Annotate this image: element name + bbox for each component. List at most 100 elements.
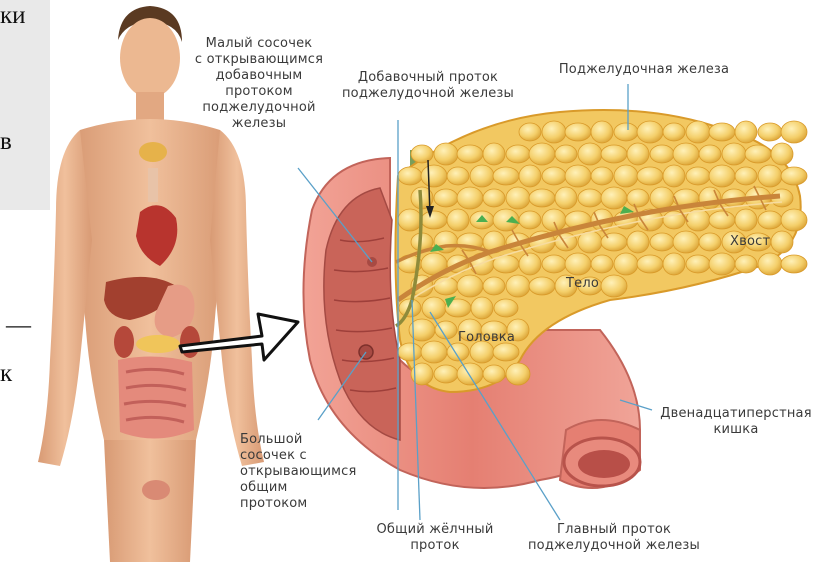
pancreas-lobule (447, 167, 469, 185)
label-head: Головка (458, 330, 518, 346)
pancreas-lobule (758, 123, 782, 141)
pancreas-lobule (434, 143, 458, 165)
pancreas-lobule (758, 253, 782, 275)
pancreas-lobule (722, 143, 746, 165)
pancreas-lobule (519, 123, 541, 141)
pancreas-lobule (421, 211, 447, 229)
pancreas-lobule (411, 145, 433, 163)
pancreas-lobule (735, 255, 757, 273)
pancreas-lobule (422, 297, 446, 319)
bladder (142, 480, 170, 500)
pancreas-lobule (771, 143, 793, 165)
label-duodenum: Двенадцатиперстная кишка (656, 406, 816, 438)
pancreas-lobule (542, 255, 566, 273)
pancreas-lobule (650, 145, 674, 163)
pancreas-lobule (627, 189, 649, 207)
pancreas-lobule (519, 211, 541, 229)
pancreas-lobule (709, 211, 735, 229)
pancreas-lobule (614, 165, 638, 187)
pancreas-lobule (686, 167, 710, 185)
pancreas-lobule (650, 233, 674, 251)
pancreas-lobule (493, 167, 519, 185)
pancreas-lobule (601, 145, 627, 163)
label-accessory-duct: Добавочный проток поджелудочной железы (340, 70, 516, 102)
pancreas-lobule (398, 343, 422, 361)
pancreas-lobule (650, 187, 674, 209)
pancreas-lobule (601, 187, 627, 209)
pancreas-lobule (506, 145, 530, 163)
pancreas-lobule (663, 253, 685, 275)
pancreas-lobule (591, 167, 613, 185)
legs (104, 440, 196, 562)
pancreas-lobule (591, 255, 613, 273)
pancreas-lobule (483, 277, 505, 295)
pancreas-lobule (627, 231, 649, 253)
pancreas-lobule (421, 165, 447, 187)
pancreas-lobule (663, 123, 685, 141)
pancreas-lobule (565, 253, 591, 275)
pancreas-lobule (614, 123, 638, 141)
pancreas-lobule (565, 165, 591, 187)
pancreas-lobule (542, 121, 566, 143)
pancreas-lobule (781, 255, 807, 273)
pancreas-lobule (673, 143, 699, 165)
pancreas-lobule (542, 209, 566, 231)
pancreas-lobule (494, 299, 518, 317)
pancreas-lobule (555, 187, 577, 209)
label-common-bile-duct: Общий жёлчный проток (370, 522, 500, 554)
pancreas-lobule (435, 321, 457, 339)
pancreas-lobule (709, 165, 735, 187)
trachea (148, 168, 158, 202)
pancreas-lobule (434, 365, 458, 383)
pancreas-lobule (519, 165, 541, 187)
pancreas-lobule (483, 189, 505, 207)
pancreas-lobule (745, 145, 771, 163)
pancreas-lobule (758, 211, 782, 229)
small-pancreas (136, 335, 180, 353)
pancreas-lobule (591, 121, 613, 143)
pancreas-lobule (735, 121, 757, 143)
pancreas-lobule (529, 189, 555, 207)
pancreas-lobule (506, 363, 530, 385)
pancreas-lobule (637, 121, 663, 143)
thyroid (139, 142, 167, 162)
pancreas-lobule (519, 253, 541, 275)
pancreas-lobule (781, 167, 807, 185)
pancreas-lobule (506, 187, 530, 209)
label-body: Тело (566, 276, 606, 292)
label-minor-papilla: Малый сосочек с открывающимся добавочным… (186, 36, 332, 132)
pancreas-lobule (529, 277, 555, 295)
pancreas-lobule (709, 123, 735, 141)
pancreas-lobule (699, 233, 721, 251)
right-arm (210, 130, 264, 466)
pancreas-lobule (565, 123, 591, 141)
pancreas-lobule (637, 255, 663, 273)
pancreas-lobule (709, 253, 735, 275)
pancreas-lobule (470, 165, 494, 187)
pancreas-lobule (781, 121, 807, 143)
pancreas-lobule (627, 143, 649, 165)
label-main-duct: Главный проток поджелудочной железы (514, 522, 714, 554)
pancreas-lobule (457, 187, 483, 209)
pancreas-lobule (578, 189, 602, 207)
pancreas-lobule (483, 143, 505, 165)
pancreas-lobule (506, 275, 530, 297)
pancreas-lobule (781, 209, 807, 231)
pancreas-lobule (434, 189, 458, 207)
pancreas-lobule (699, 145, 721, 163)
left-kidney (114, 326, 134, 358)
head (120, 18, 180, 98)
label-major-papilla: Большой сосочек с открывающимся общим пр… (240, 432, 372, 512)
pancreas-lobule (578, 143, 602, 165)
pancreas-lobule (471, 297, 493, 319)
pancreas-lobule (673, 231, 699, 253)
pancreas-lobule (421, 341, 447, 363)
pancreas-lobule (735, 209, 757, 231)
pancreas-lobule (735, 167, 757, 185)
pancreas-lobule (457, 145, 483, 163)
pancreas-lobule (447, 209, 469, 231)
pancreas-lobule (542, 167, 566, 185)
pancreas-lobule (663, 165, 685, 187)
pancreas-lobule (457, 275, 483, 297)
